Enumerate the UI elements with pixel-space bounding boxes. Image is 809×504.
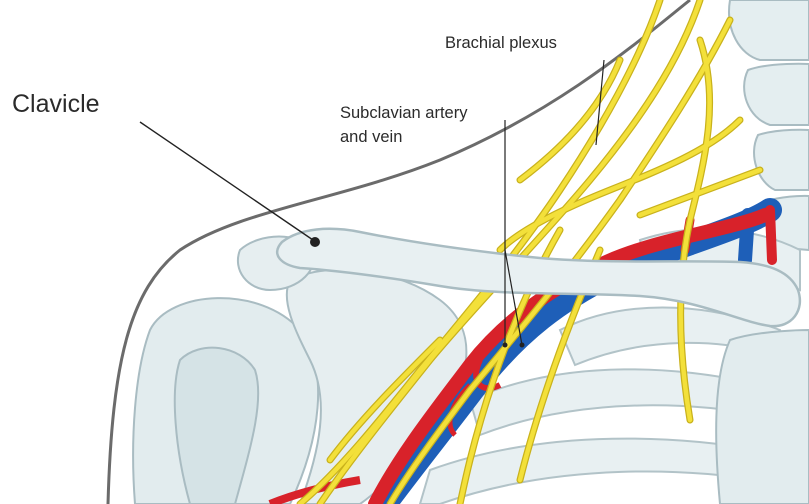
clavicle-label: Clavicle <box>12 90 100 118</box>
subclavian-label-line1: Subclavian artery <box>340 104 468 122</box>
clavicle-leader-line <box>140 122 313 240</box>
subclavian-dot-vein <box>520 343 525 348</box>
humerus <box>133 298 318 504</box>
sternum <box>716 330 809 504</box>
brachial-plexus-label: Brachial plexus <box>445 34 557 52</box>
subclavian-dot-artery <box>503 343 508 348</box>
subclavian-label-line2: and vein <box>340 128 402 146</box>
